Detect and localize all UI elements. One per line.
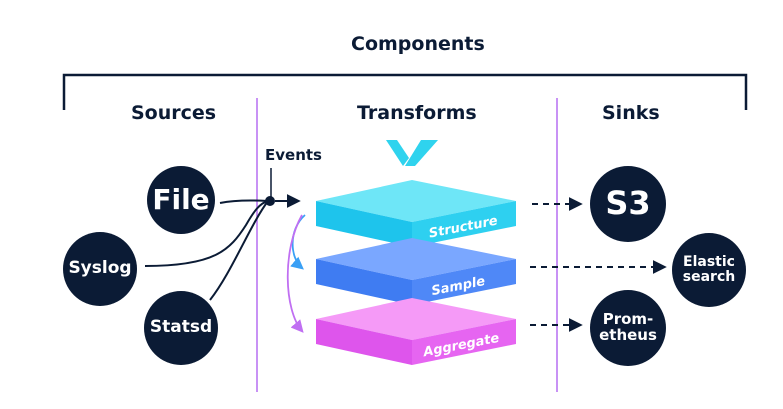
- sink-prometheus-line-2: etheus: [599, 326, 657, 344]
- sink-s3-label: S3: [605, 184, 651, 223]
- source-syslog: Syslog: [63, 232, 137, 306]
- vector-logo-icon: [386, 140, 438, 166]
- sink-elasticsearch-line-1: Elastic: [683, 254, 735, 271]
- sink-s3: S3: [590, 166, 666, 242]
- source-file: File: [147, 166, 215, 234]
- syslog-flow-line: [144, 200, 269, 267]
- transform-aggregate: [316, 298, 516, 365]
- sample-to-aggregate-arrow: [286, 214, 304, 333]
- source-file-label: File: [152, 183, 210, 217]
- column-heading-sources: Sources: [131, 102, 217, 124]
- column-heading-transforms: Transforms: [357, 102, 477, 124]
- statsd-flow-line: [209, 200, 269, 301]
- column-heading-sinks: Sinks: [602, 102, 660, 124]
- file-flow-line: [219, 199, 269, 204]
- transform-sample: [316, 238, 516, 305]
- source-statsd-label: Statsd: [149, 317, 213, 338]
- components-bracket: [62, 73, 748, 110]
- source-syslog-label: Syslog: [68, 258, 132, 279]
- transform-structure: [316, 180, 516, 247]
- sink-elasticsearch-line-2: search: [682, 269, 736, 285]
- source-statsd: Statsd: [144, 291, 218, 365]
- diagram-title: Components: [351, 33, 485, 55]
- events-label: Events: [265, 146, 322, 164]
- structure-to-sample-arrow: [290, 214, 306, 270]
- sink-prometheus-line-1: Prom-: [602, 310, 654, 329]
- sink-elasticsearch: Elastic search: [672, 233, 746, 307]
- events-junction-dot: [265, 196, 275, 206]
- sink-prometheus: Prom- etheus: [590, 290, 666, 366]
